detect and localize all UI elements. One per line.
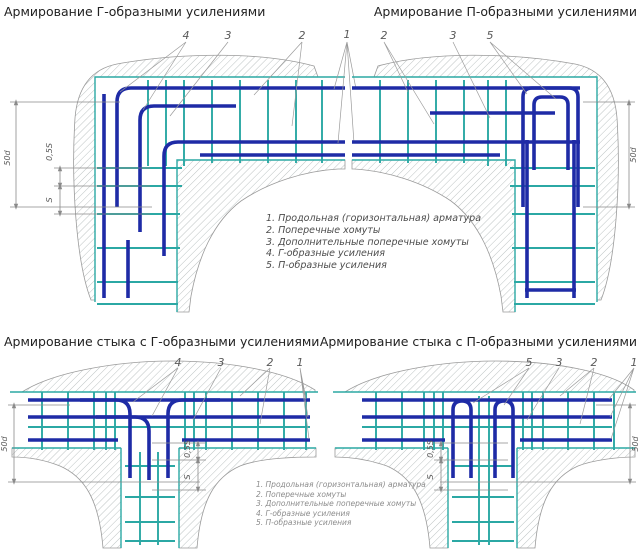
diagram-corner-l-shaped: 4 3 2 1 50d 0,5S S xyxy=(3,28,357,313)
legend-item-longitudinal: 1. Продольная (горизонтальная) арматура xyxy=(266,213,482,224)
dimension-anchorage: 50d xyxy=(0,402,200,485)
callout-longitudinal: 1 xyxy=(297,356,304,369)
dimension-spacing: 0,5S S xyxy=(45,143,150,217)
concrete-hatch-region xyxy=(334,360,636,549)
title-joint-u-shaped: Армирование стыка с П-образными усиления… xyxy=(319,334,637,349)
legend-item-u-reinforcement: 5. П-образные усиления xyxy=(256,518,352,528)
legend-bottom: 1. Продольная (горизонтальная) арматура … xyxy=(256,480,426,528)
callout-longitudinal: 1 xyxy=(344,28,351,41)
leader-lines xyxy=(119,41,357,144)
rebar-bars xyxy=(28,398,310,480)
wall-outline xyxy=(10,391,318,548)
callout-g-reinforcement: 4 xyxy=(183,29,190,42)
dim-label-step: S xyxy=(45,197,54,202)
dim-label-step: S xyxy=(183,474,192,479)
dim-label-half-step: 0,5S xyxy=(426,440,435,458)
dim-label-step: S xyxy=(426,474,435,479)
legend-top: 1. Продольная (горизонтальная) арматура … xyxy=(266,213,481,272)
callout-stirrups: 2 xyxy=(591,356,598,369)
legend-item-stirrups: 2. Поперечные хомуты xyxy=(266,224,381,236)
wall-outline xyxy=(352,76,598,312)
callout-u-reinforcement: 5 xyxy=(526,356,533,369)
diagram-corner-u-shaped: 2 3 5 50d xyxy=(351,29,638,313)
dimension-spacing: 0,5S S xyxy=(152,440,206,493)
legend-item-g-reinforcement: 4. Г-образные усиления xyxy=(256,508,350,518)
wall-outline xyxy=(94,76,345,312)
dim-label-half-step: 0,5S xyxy=(183,440,192,458)
dimension-anchorage: 50d xyxy=(3,99,152,210)
legend-item-extra-stirrups: 3. Дополнительные поперечные хомуты xyxy=(256,499,417,509)
transverse-stirrups xyxy=(379,80,595,305)
legend-item-u-reinforcement: 5. П-образные усиления xyxy=(266,260,387,272)
leader-lines xyxy=(132,367,310,440)
rebar-bars xyxy=(362,398,612,478)
dimension-anchorage: 50d xyxy=(583,99,638,210)
title-corner-l-shaped: Армирование Г-образными усилениями xyxy=(4,4,266,19)
rebar-u-bars xyxy=(352,86,580,298)
concrete-hatch-region xyxy=(351,54,619,313)
callout-stirrups: 2 xyxy=(267,356,274,369)
callout-extra-stirrups: 3 xyxy=(218,356,225,369)
legend-item-extra-stirrups: 3. Дополнительные поперечные хомуты xyxy=(266,236,469,248)
title-joint-l-shaped: Армирование стыка с Г-образными усиления… xyxy=(4,334,320,349)
dim-label-50d: 50d xyxy=(0,435,9,451)
callout-extra-stirrups: 3 xyxy=(556,356,563,369)
wall-outline xyxy=(333,391,636,548)
callout-stirrups: 2 xyxy=(381,29,388,42)
callout-g-reinforcement: 4 xyxy=(175,356,182,369)
diagram-joint-u-shaped: 5 3 2 1 50d 0,5S S xyxy=(333,356,640,549)
concrete-hatch-region xyxy=(73,54,346,313)
dimension-spacing: 0,5S S xyxy=(426,440,508,493)
leader-lines xyxy=(383,41,557,125)
diagram-joint-l-shaped: 4 3 2 1 50d 0,5S S xyxy=(0,356,318,549)
callout-extra-stirrups: 3 xyxy=(450,29,457,42)
title-corner-u-shaped: Армирование П-образными усилениями xyxy=(373,4,637,19)
leader-lines xyxy=(472,367,635,440)
callout-stirrups: 2 xyxy=(299,29,306,42)
legend-item-stirrups: 2. Поперечные хомуты xyxy=(256,489,347,499)
dim-label-half-step: 0,5S xyxy=(45,143,54,161)
callout-extra-stirrups: 3 xyxy=(225,29,232,42)
legend-item-g-reinforcement: 4. Г-образные усиления xyxy=(266,248,385,260)
concrete-hatch-region xyxy=(11,360,317,549)
callout-longitudinal: 1 xyxy=(631,356,638,369)
dim-label-50d: 50d xyxy=(631,435,640,451)
transverse-stirrups xyxy=(362,392,615,545)
dim-label-50d: 50d xyxy=(3,149,12,165)
callout-u-reinforcement: 5 xyxy=(487,29,494,42)
dimension-anchorage: 50d xyxy=(440,402,640,485)
legend-item-longitudinal: 1. Продольная (горизонтальная) арматура xyxy=(256,480,426,489)
dim-label-50d: 50d xyxy=(629,146,638,162)
